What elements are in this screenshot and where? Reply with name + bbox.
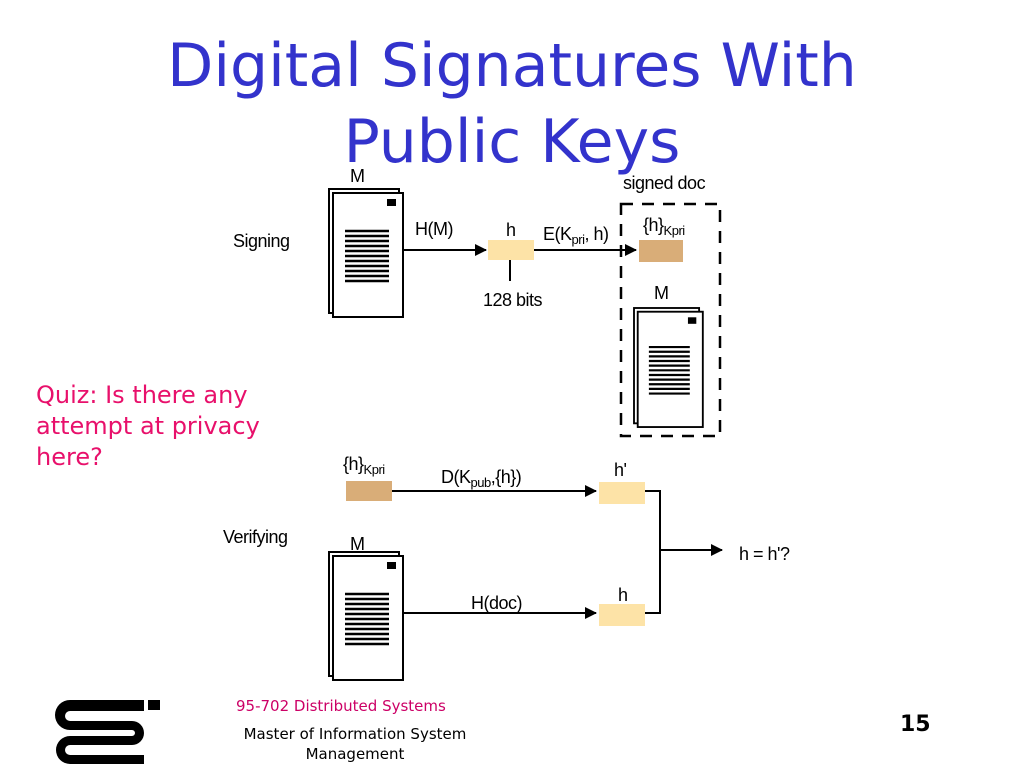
- signature-diagram: Signing M H(M) h 128 bits E(Kpri, h) sig…: [223, 166, 790, 682]
- signed-doc-container: [619, 202, 722, 438]
- signature-label: {h}Kpri: [643, 215, 685, 238]
- slide-title: Digital Signatures With Public Keys: [0, 28, 1024, 180]
- signed-doc-m-label: M: [654, 283, 669, 303]
- quiz-text: Quiz: Is there any attempt at privacy he…: [36, 381, 260, 471]
- signed-document-icon: [632, 306, 704, 429]
- verify-hash-box: [599, 604, 645, 626]
- university-logo: [55, 700, 160, 764]
- title-line-1: Digital Signatures With: [167, 31, 857, 101]
- verifying-label: Verifying: [223, 527, 288, 547]
- signing-label: Signing: [233, 231, 290, 251]
- h-prime-box: [599, 482, 645, 504]
- verify-hash-box-label: h: [618, 585, 628, 605]
- footer-course: 95-702 Distributed Systems: [236, 697, 446, 715]
- signature-box: [639, 240, 683, 262]
- signing-doc-label: M: [350, 166, 365, 186]
- hash-function-label: H(M): [415, 219, 453, 239]
- signed-doc-label: signed doc: [623, 173, 706, 193]
- hash-box-label: h: [506, 220, 516, 240]
- verify-signature-box: [346, 481, 392, 501]
- verify-hash-function-label: H(doc): [471, 593, 522, 613]
- title-line-2: Public Keys: [343, 107, 681, 177]
- verify-doc-label: M: [350, 534, 365, 554]
- footer-program: Master of Information System Management: [243, 725, 467, 763]
- hash-size-label: 128 bits: [483, 290, 543, 310]
- page-number: 15: [900, 712, 931, 737]
- decrypt-label: D(Kpub,{h}): [441, 467, 521, 490]
- encrypt-label: E(Kpri, h): [543, 224, 608, 247]
- compare-bracket: [645, 490, 661, 614]
- verify-document-icon: [327, 550, 405, 682]
- verify-signature-label: {h}Kpri: [343, 454, 385, 477]
- document-icon: [327, 187, 405, 319]
- comparison-result-label: h = h'?: [739, 544, 790, 564]
- h-prime-label: h': [614, 460, 627, 480]
- hash-box: [488, 240, 534, 260]
